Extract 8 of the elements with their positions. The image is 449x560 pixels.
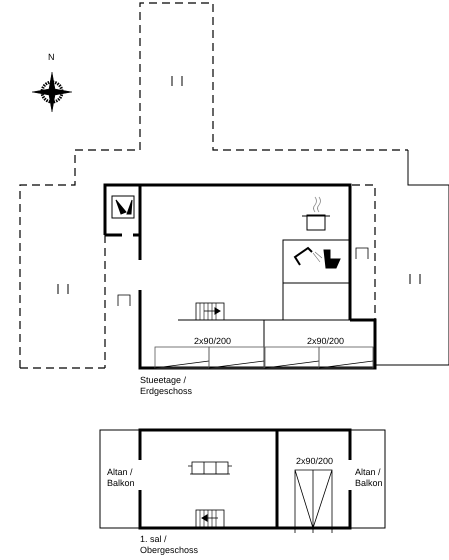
- bed-size-label: 2x90/200: [296, 456, 334, 467]
- bed-size-label: 2x90/200: [307, 336, 344, 347]
- bed-size-label: 2x90/200: [194, 336, 232, 347]
- room-label: Altan / Balkon: [107, 467, 136, 489]
- room-label: Altan / Balkon: [355, 467, 384, 489]
- compass-letter: N: [48, 52, 54, 63]
- floor-label: Stueetage / Erdgeschoss: [140, 375, 194, 397]
- floor-label: 1. sal / Obergeschoss: [140, 534, 200, 556]
